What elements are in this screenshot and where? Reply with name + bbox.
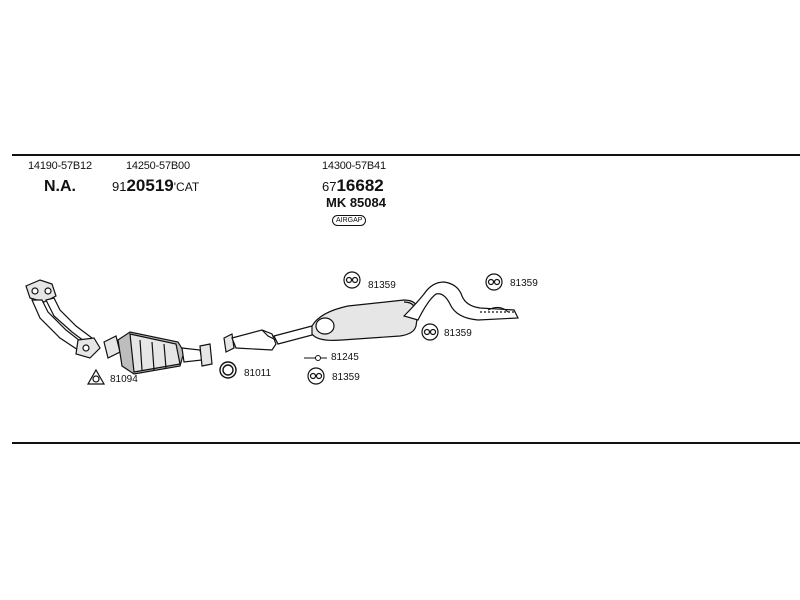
catalyst-code-main: 20519: [126, 176, 174, 195]
callout-81011: 81011: [244, 368, 272, 379]
rubber-hanger-icon: [485, 273, 503, 291]
center-silencer-drawing: [311, 299, 419, 341]
silencer-code-main: 16682: [336, 176, 384, 195]
catalyst-drawing: [103, 331, 213, 375]
ring-icon: [219, 361, 237, 379]
rubber-hanger-icon: [421, 323, 439, 341]
clamp-circle-icon: [304, 355, 327, 361]
callout-81359-rear-hanger: 81359: [510, 278, 538, 289]
callout-81359-center-hanger: 81359: [368, 280, 396, 291]
top-divider: [12, 154, 800, 156]
callout-81359-front-hanger: 81359: [332, 372, 360, 383]
front-pipe-availability: N.A.: [44, 178, 76, 195]
bottom-divider: [12, 442, 800, 444]
silencer-code: 6716682: [322, 176, 384, 196]
silencer-code-prefix: 67: [322, 179, 337, 194]
callout-81359-mid-hanger: 81359: [444, 328, 472, 339]
gasket-triangle-icon: [86, 368, 106, 385]
part-number-catalyst: 14250-57B00: [126, 160, 190, 172]
catalyst-code-prefix: 91: [112, 179, 127, 194]
rubber-hanger-icon: [307, 367, 325, 385]
front-pipe-drawing: [25, 279, 101, 359]
silencer-mk-code: MK 85084: [326, 195, 386, 210]
catalyst-code: 9120519'CAT: [112, 176, 199, 196]
airgap-badge: AIRGAP: [332, 215, 367, 226]
part-number-front-pipe: 14190-57B12: [28, 160, 92, 172]
part-number-silencer: 14300-57B41: [322, 160, 386, 172]
catalyst-code-suffix: 'CAT: [173, 180, 200, 194]
rear-tailpipe-drawing: [402, 281, 519, 321]
callout-81094: 81094: [110, 374, 138, 385]
intermediate-pipe-drawing: [223, 325, 317, 353]
rubber-hanger-icon: [343, 271, 361, 289]
callout-81245: 81245: [331, 352, 359, 363]
